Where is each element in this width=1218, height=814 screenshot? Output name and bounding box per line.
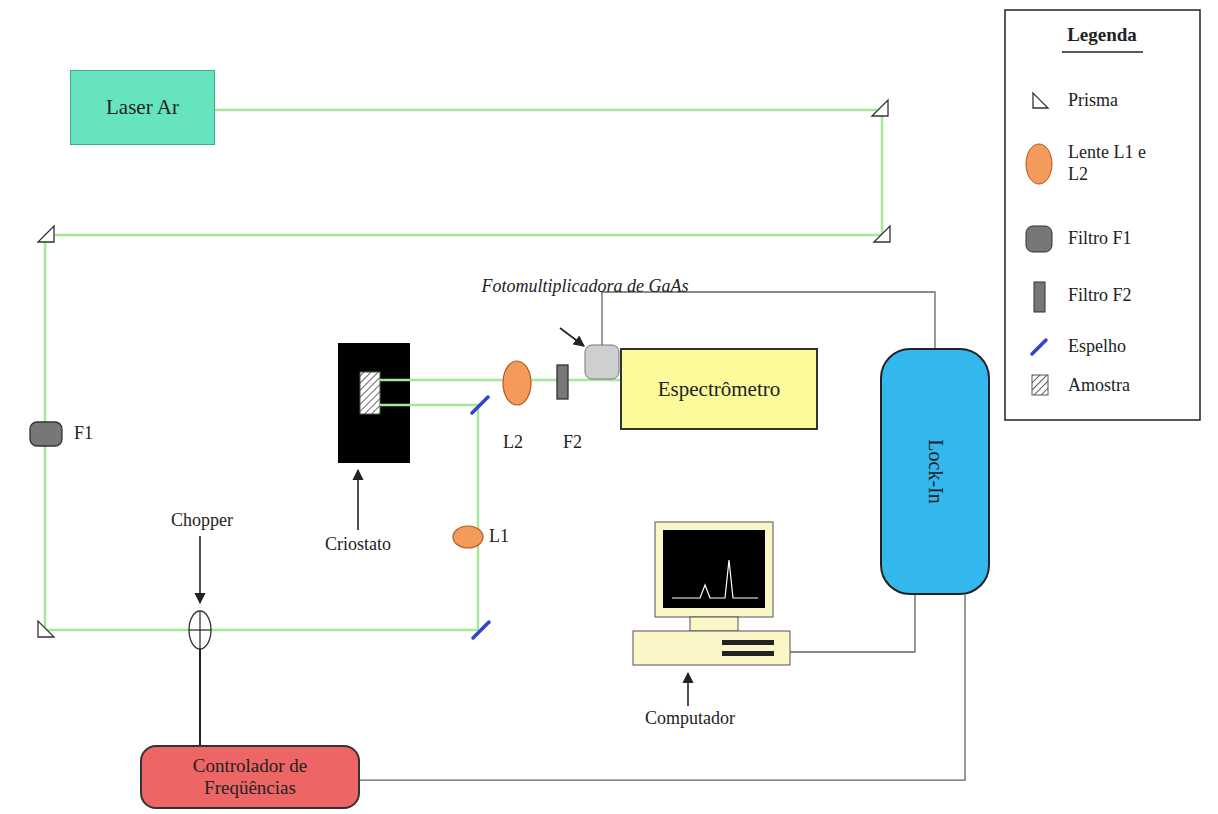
leader-arrow (199, 536, 201, 603)
frequency-controller-box: Controlador de Freqüências (140, 745, 360, 809)
computer-illustration (633, 522, 790, 665)
legend-mirror (1032, 340, 1046, 354)
mirror-symbols (472, 397, 489, 638)
node-text: Espectrômetro (658, 377, 780, 401)
photomultiplier (585, 345, 619, 379)
legend-prism (1033, 93, 1048, 108)
filter-f1 (30, 422, 62, 446)
part-label: Computador (645, 708, 735, 729)
photomultiplier-label: Fotomultiplicadora de GaAs (460, 276, 710, 297)
legend-title: Legenda (1067, 24, 1137, 46)
legend-frame (1005, 10, 1200, 420)
node-text: Lock-In (923, 439, 946, 503)
legend-text: Prisma (1068, 90, 1193, 112)
legend-text: Espelho (1068, 336, 1193, 358)
signal-wire (360, 595, 965, 780)
legend-sample (1032, 375, 1048, 395)
legend-lens (1026, 144, 1052, 184)
legend-text: Filtro F2 (1068, 285, 1193, 307)
leader-arrow (560, 328, 584, 346)
node-text: Controlador de Freqüências (155, 755, 345, 799)
chopper-symbol (189, 611, 211, 745)
lockin-box: Lock-In (880, 348, 990, 595)
laser-beam (45, 110, 882, 630)
lens-l1 (453, 526, 483, 548)
node-text: Laser Ar (106, 95, 179, 119)
filter-label: F1 (74, 423, 93, 444)
lens-label: L2 (503, 432, 523, 453)
sample (360, 372, 380, 414)
legend-text: Filtro F1 (1068, 228, 1193, 250)
filter-f2 (557, 365, 568, 399)
legend-text: Amostra (1068, 375, 1193, 397)
legend-text: Lente L1 e L2 (1068, 142, 1168, 185)
lens-label: L1 (489, 526, 509, 547)
spectrometer-box: Espectrômetro (620, 348, 818, 430)
prism-symbols (38, 100, 890, 637)
legend-filter-f1 (1026, 226, 1052, 252)
part-label: Criostato (325, 534, 391, 555)
lens-l2 (503, 361, 531, 405)
legend-filter-f2 (1034, 282, 1045, 312)
leader-arrow (687, 673, 689, 706)
part-label: Chopper (171, 510, 233, 531)
cryostat (338, 343, 410, 463)
laser-box: Laser Ar (70, 70, 215, 145)
leader-arrow (357, 470, 359, 530)
filter-label: F2 (563, 432, 582, 453)
